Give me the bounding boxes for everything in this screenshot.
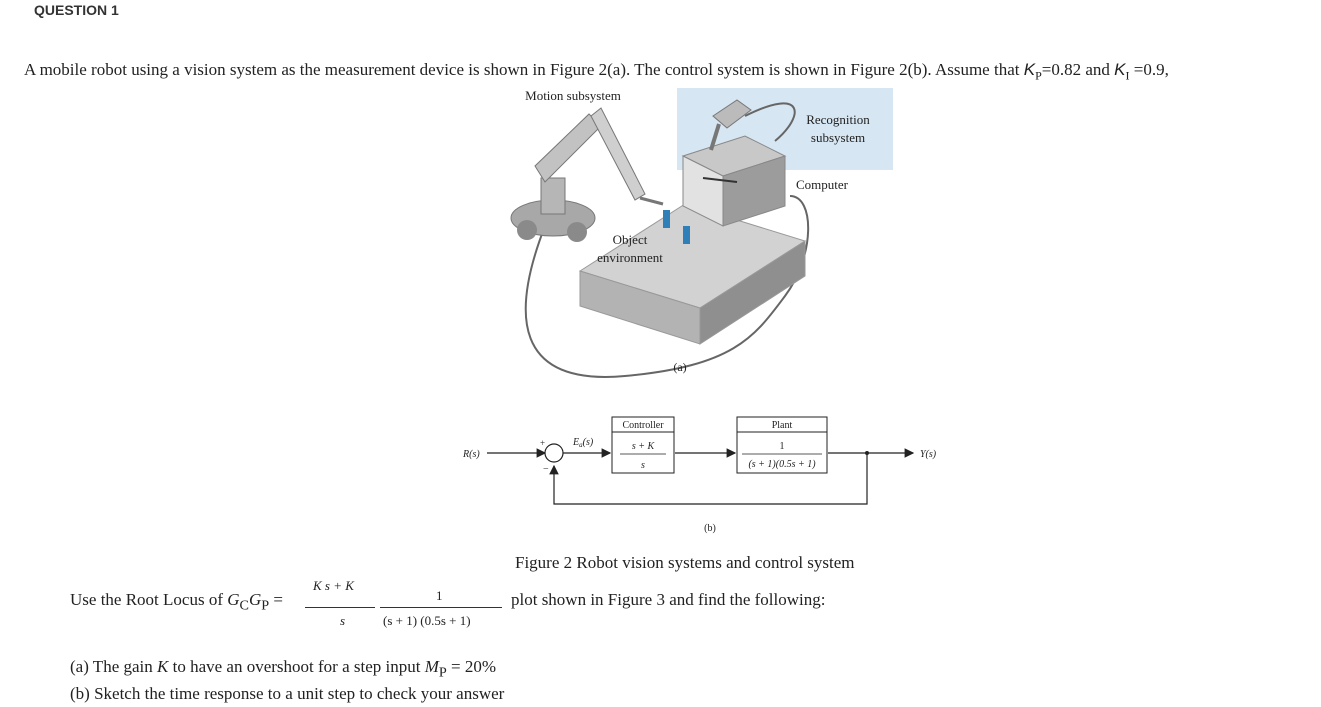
plant-title: Plant xyxy=(772,420,793,431)
plant-numerator: 1 xyxy=(780,441,785,452)
fraction1-numerator: K s + K xyxy=(313,578,354,593)
camera-mount xyxy=(709,123,721,151)
part-a-mid: to have an overshoot for a step input xyxy=(168,657,425,676)
gc-subscript: C xyxy=(239,597,249,614)
robot-arm-lower xyxy=(534,113,602,183)
object-block xyxy=(663,210,670,228)
camera-cable xyxy=(744,102,796,142)
object-label-2: environment xyxy=(597,250,663,265)
robot-gripper xyxy=(639,196,664,206)
output-label: Y(s) xyxy=(920,449,937,460)
robot-wheel xyxy=(567,222,587,242)
ki-value: =0.9, xyxy=(1129,60,1169,79)
kp-value: =0.82 and xyxy=(1041,60,1115,79)
kp-symbol: K xyxy=(1023,60,1036,79)
gc-symbol: G xyxy=(227,590,240,609)
plus-sign: + xyxy=(540,438,545,448)
plant-denominator: (s + 1)(0.5s + 1) xyxy=(748,459,816,470)
intro-text: A mobile robot using a vision system as … xyxy=(24,60,1024,79)
cable xyxy=(524,195,810,378)
camera-body xyxy=(712,99,752,129)
robot-wheel xyxy=(517,220,537,240)
object-label-1: Object xyxy=(613,232,648,247)
plant-block xyxy=(736,416,828,474)
platform-right xyxy=(699,240,806,345)
controller-title: Controller xyxy=(622,420,664,431)
figure-a-panel-label: (a) xyxy=(673,360,686,374)
part-a-k: K xyxy=(157,657,169,676)
computer-label: Computer xyxy=(796,177,849,192)
fraction1-bar xyxy=(305,607,375,608)
recognition-label-2: subsystem xyxy=(811,130,865,145)
use-prefix-text: Use the Root Locus of xyxy=(70,590,228,609)
controller-numerator: s + K xyxy=(632,441,656,452)
computer-side xyxy=(722,155,786,227)
part-a-end: = 20% xyxy=(446,657,497,676)
figure-b-panel-label: (b) xyxy=(704,523,716,534)
fraction2-numerator: 1 xyxy=(436,588,443,603)
gp-symbol: G xyxy=(248,590,262,609)
error-label: Ea(s) xyxy=(572,437,594,449)
motion-subsystem-label: Motion subsystem xyxy=(525,88,621,103)
input-label: R(s) xyxy=(462,449,480,460)
part-a-prefix: (a) The gain xyxy=(70,657,158,676)
figure-robot-vision: Motion subsystem Recognition subsystem C… xyxy=(510,88,893,378)
minus-sign: − xyxy=(543,464,549,475)
summing-junction xyxy=(544,443,564,463)
intro-paragraph: A mobile robot using a vision system as … xyxy=(24,60,1169,83)
part-a-msub: P xyxy=(438,664,447,681)
robot-arm-upper xyxy=(590,107,646,201)
feedback-path xyxy=(549,453,868,505)
fraction1-denominator: s xyxy=(340,613,346,628)
robot-column xyxy=(540,177,566,215)
part-a-m: M xyxy=(424,657,439,676)
equals-sign: = xyxy=(269,590,283,609)
ki-symbol: K xyxy=(1114,60,1126,79)
fraction2-denominator: (s + 1) (0.5s + 1) xyxy=(383,613,471,628)
fraction2-bar xyxy=(380,607,502,608)
question-heading: QUESTION 1 xyxy=(34,2,119,18)
figure-caption: Figure 2 Robot vision systems and contro… xyxy=(515,553,855,572)
controller-block xyxy=(611,416,675,474)
part-b: (b) Sketch the time response to a unit s… xyxy=(70,684,505,703)
gp-subscript: P xyxy=(261,597,270,614)
controller-denominator: s xyxy=(641,460,645,471)
use-line-prefix: Use the Root Locus of GCGP = xyxy=(70,590,283,614)
use-line-suffix: plot shown in Figure 3 and find the foll… xyxy=(511,590,826,609)
ki-subscript: I xyxy=(1125,68,1130,83)
object-block xyxy=(683,226,690,244)
computer-slot xyxy=(702,177,738,183)
part-a: (a) The gain K to have an overshoot for … xyxy=(70,657,496,681)
kp-subscript: P xyxy=(1035,68,1042,83)
recognition-label-1: Recognition xyxy=(806,112,870,127)
figure-block-diagram: Controller s + K s Plant 1 (s + 1)(0.5s … xyxy=(462,416,937,534)
